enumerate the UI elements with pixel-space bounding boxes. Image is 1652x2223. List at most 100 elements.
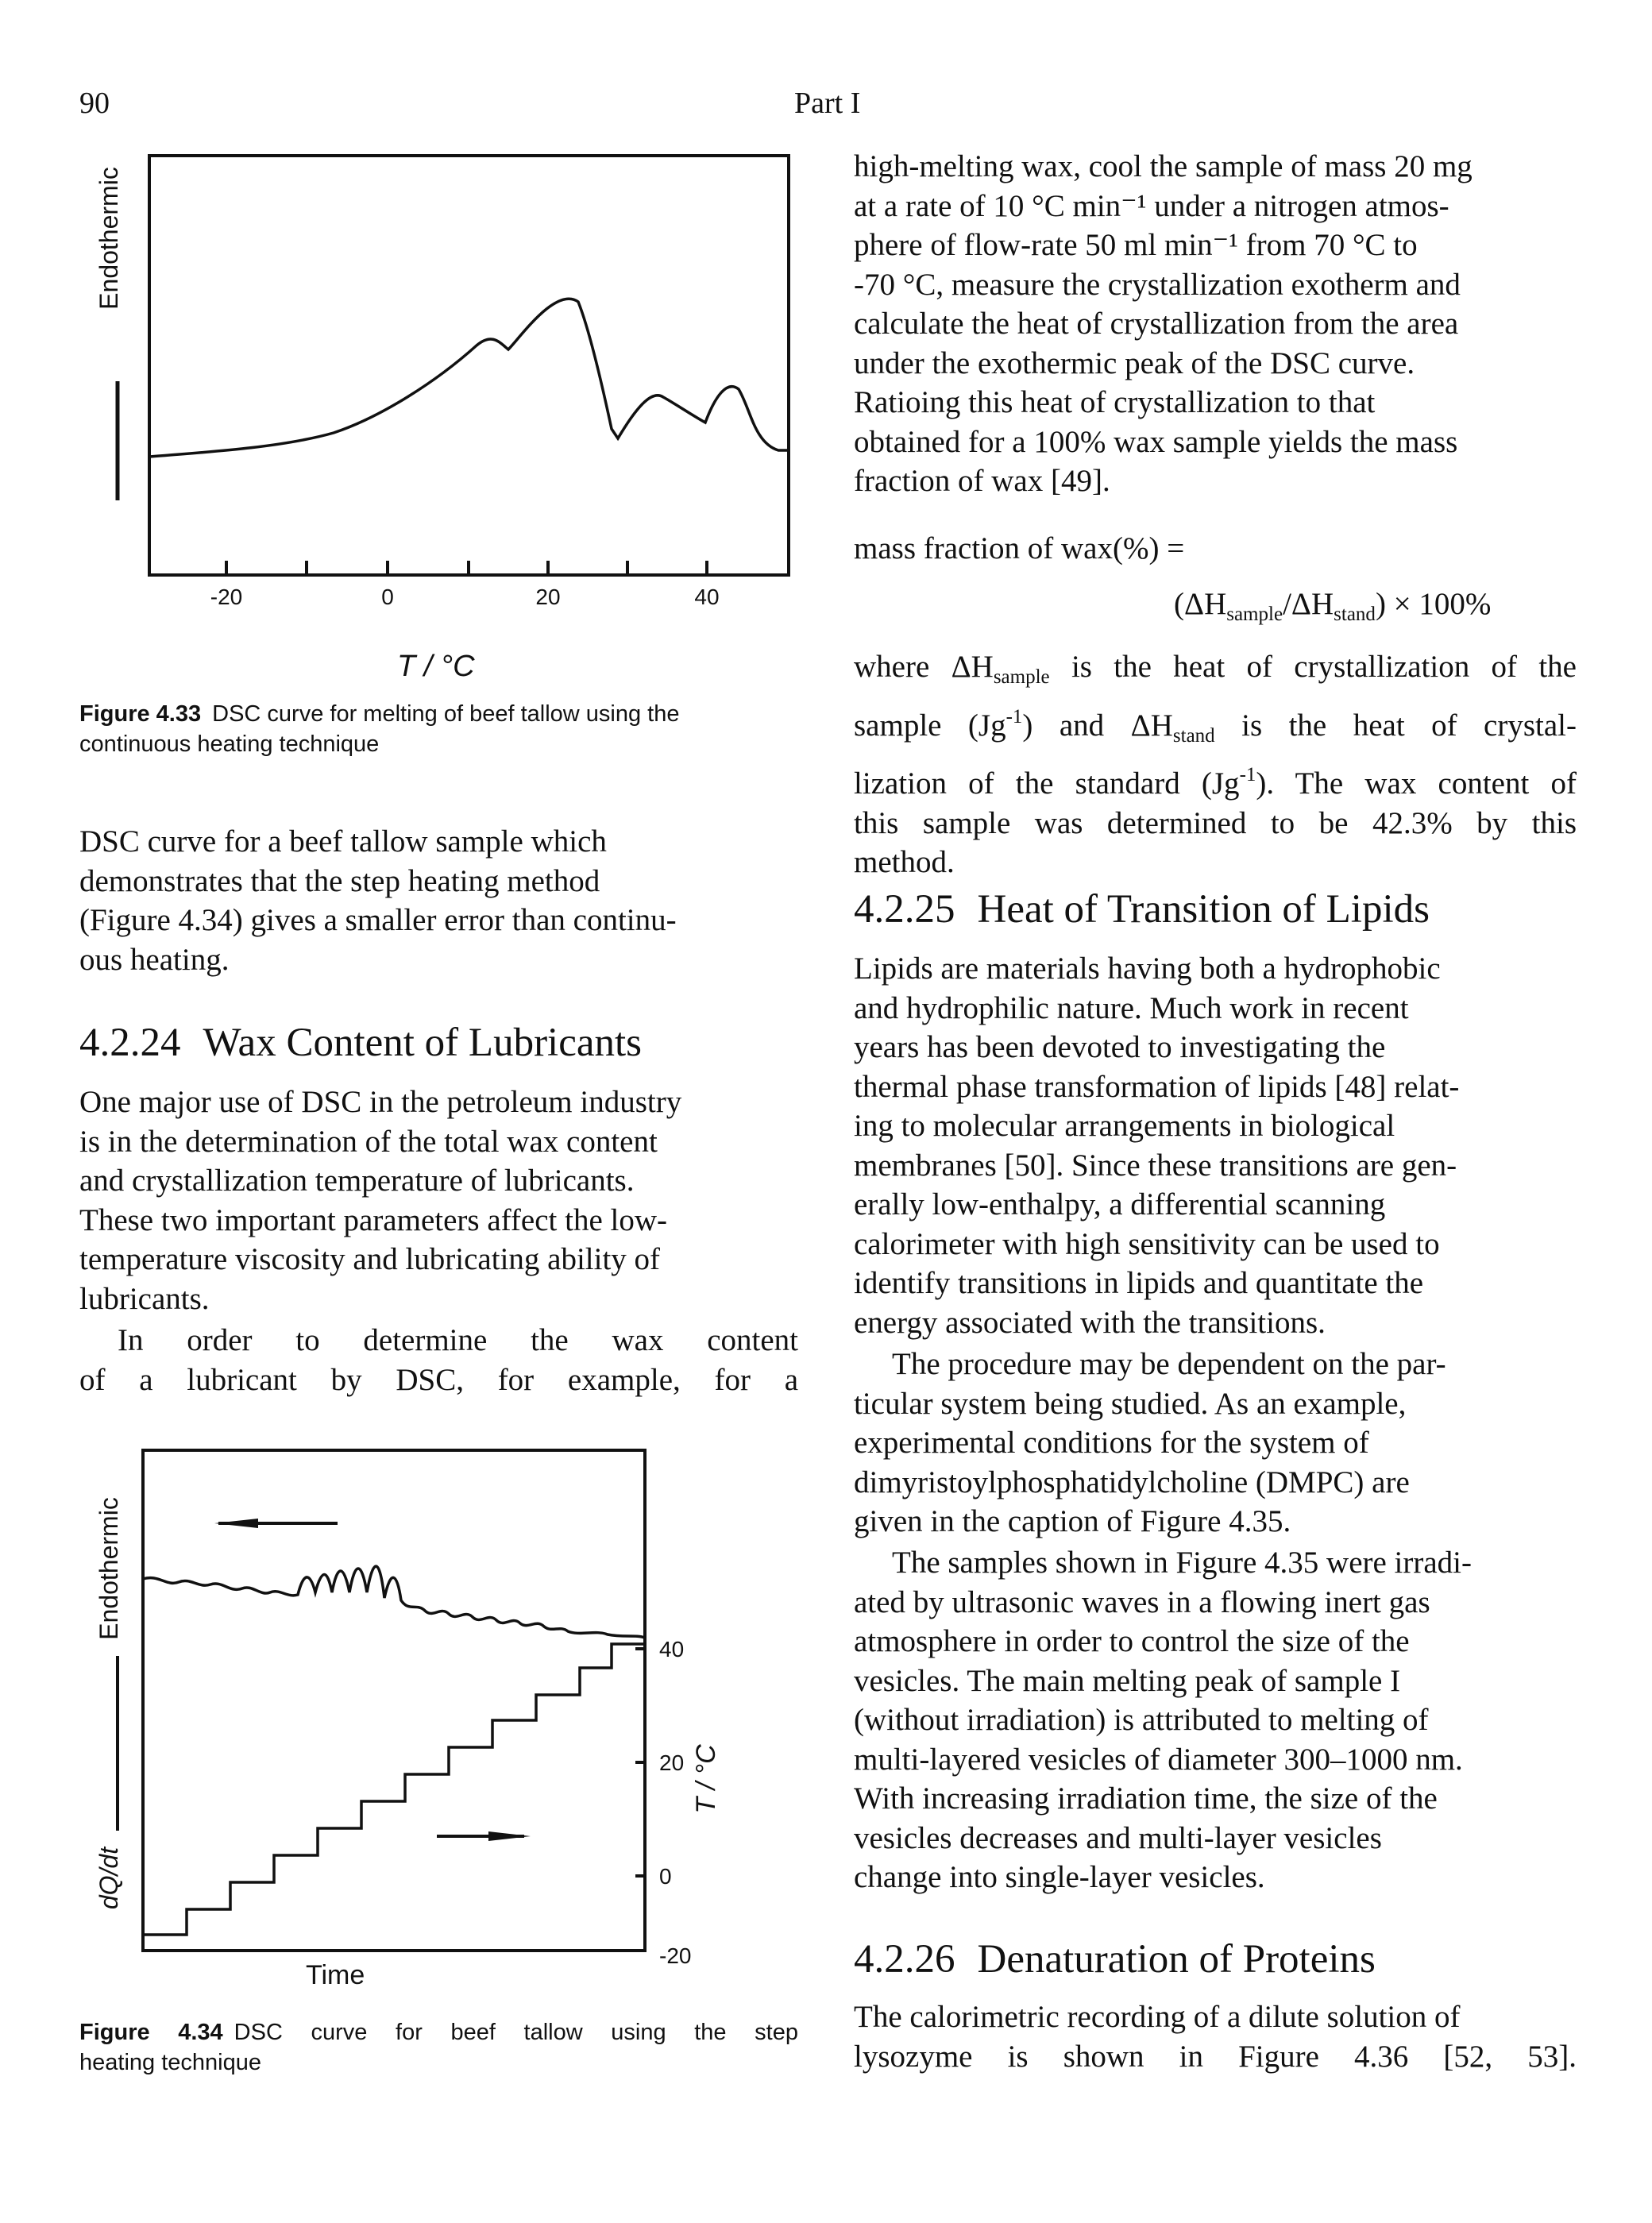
text-line: method. xyxy=(854,845,955,879)
text-line: is in the determination of the total wax… xyxy=(79,1124,658,1159)
equation-part: (ΔH xyxy=(1174,587,1227,621)
right-paragraph-2: where ΔHsample is the heat of crystalliz… xyxy=(854,647,1577,882)
text-superscript: -1 xyxy=(1005,705,1023,727)
text-line: phere of flow-rate 50 ml min⁻¹ from 70 °… xyxy=(854,228,1418,262)
text-line: energy associated with the transitions. xyxy=(854,1305,1326,1340)
text-line: ticular system being studied. As an exam… xyxy=(854,1386,1407,1421)
fig434-dsc-curve xyxy=(142,1565,646,1639)
text-line: demonstrates that the step heating metho… xyxy=(79,863,600,898)
text-line: vesicles. The main melting peak of sampl… xyxy=(854,1663,1401,1698)
text-line: obtained for a 100% wax sample yields th… xyxy=(854,424,1458,459)
section-number: 4.2.26 xyxy=(854,1937,955,1982)
text-line: With increasing irradiation time, the si… xyxy=(854,1781,1438,1816)
text-line: ing to molecular arrangements in biologi… xyxy=(854,1109,1395,1143)
right-paragraph-4: The procedure may be dependent on the pa… xyxy=(854,1345,1577,1542)
section-number: 4.2.25 xyxy=(854,887,955,932)
section-title: Wax Content of Lubricants xyxy=(203,1021,643,1065)
fig434-ytick: 0 xyxy=(659,1864,672,1889)
text-part: where ΔH xyxy=(854,650,994,684)
fig434-xlabel: Time xyxy=(306,1960,365,1990)
text-part: lization of the standard (Jg xyxy=(854,766,1240,801)
left-paragraph-2: One major use of DSC in the petroleum in… xyxy=(79,1083,798,1318)
text-part: is the heat of crystal- xyxy=(1214,708,1577,743)
section-heading-4-2-26: 4.2.26 Denaturation of Proteins xyxy=(854,1935,1376,1983)
equation-subscript: stand xyxy=(1334,604,1376,625)
section-title: Heat of Transition of Lipids xyxy=(977,887,1430,932)
figure-4-34-plot: Endothermic dQ/dt 40 20 0 -20 T / °C xyxy=(95,1449,721,1968)
fig434-caption-text: DSC curve for beef tallow using the step xyxy=(234,2020,798,2045)
fig433-xtick: 20 xyxy=(535,585,560,609)
text-line: The procedure may be dependent on the pa… xyxy=(892,1347,1446,1381)
text-line: change into single-layer vesicles. xyxy=(854,1860,1265,1894)
equation-part: /ΔH xyxy=(1283,587,1334,621)
text-line: where ΔHsample is the heat of crystalliz… xyxy=(854,647,1577,697)
text-part: sample (Jg xyxy=(854,708,1006,743)
fig434-temperature-steps xyxy=(143,1642,645,1936)
section-title: Denaturation of Proteins xyxy=(977,1937,1376,1982)
text-line: under the exothermic peak of the DSC cur… xyxy=(854,345,1415,380)
fig433-xtick: 0 xyxy=(381,585,394,609)
text-line: given in the caption of Figure 4.35. xyxy=(854,1504,1291,1538)
fig434-ytick: -20 xyxy=(659,1943,691,1968)
left-paragraph-1: DSC curve for a beef tallow sample which… xyxy=(79,822,798,979)
text-line: multi-layered vesicles of diameter 300–1… xyxy=(854,1742,1463,1777)
text-line: One major use of DSC in the petroleum in… xyxy=(79,1085,682,1119)
text-line: ous heating. xyxy=(79,942,230,977)
section-heading-4-2-25: 4.2.25 Heat of Transition of Lipids xyxy=(854,886,1430,933)
fig433-xtick: 40 xyxy=(694,585,719,609)
fig433-caption-text: continuous heating technique xyxy=(79,731,380,757)
equation-subscript: sample xyxy=(1226,604,1283,625)
text-superscript: -1 xyxy=(1239,764,1256,785)
fig434-frame xyxy=(141,1449,647,1952)
text-line: Lipids are materials having both a hydro… xyxy=(854,951,1441,986)
text-line: years has been devoted to investigating … xyxy=(854,1030,1386,1064)
text-line: Ratioing this heat of crystallization to… xyxy=(854,385,1376,419)
text-line: high-melting wax, cool the sample of mas… xyxy=(854,149,1473,183)
text-line: These two important parameters affect th… xyxy=(79,1202,667,1237)
left-paragraph-3: In order to determine the wax content of… xyxy=(79,1321,798,1399)
fig433-xlabel: T / °C xyxy=(397,650,475,683)
right-paragraph-3: Lipids are materials having both a hydro… xyxy=(854,949,1577,1342)
text-line: vesicles decreases and multi-layer vesic… xyxy=(854,1820,1382,1855)
text-line: calculate the heat of crystallization fr… xyxy=(854,307,1459,341)
text-line: -70 °C, measure the crystallization exot… xyxy=(854,267,1461,302)
text-line: ated by ultrasonic waves in a flowing in… xyxy=(854,1584,1430,1619)
text-line: this sample was determined to be 42.3% b… xyxy=(854,805,1577,840)
text-line: (without irradiation) is attributed to m… xyxy=(854,1703,1429,1737)
fig433-caption-label: Figure 4.33 xyxy=(79,701,202,727)
fig434-arrowhead-right xyxy=(488,1831,531,1841)
text-line: lubricants. xyxy=(79,1281,210,1316)
fig433-ylabel: Endothermic xyxy=(95,167,123,310)
text-line: calorimeter with high sensitivity can be… xyxy=(854,1226,1440,1261)
text-line: identify transitions in lipids and quant… xyxy=(854,1266,1424,1300)
figure-4-33-plot: Endothermic -20 0 20 40 xyxy=(95,154,790,609)
text-line: erally low-enthalpy, a differential scan… xyxy=(854,1187,1386,1221)
fig434-ylabel-top: Endothermic xyxy=(95,1497,123,1640)
text-line: (Figure 4.34) gives a smaller error than… xyxy=(79,903,677,937)
fig434-caption-label: Figure 4.34 xyxy=(79,2020,223,2045)
page-number: 90 xyxy=(79,87,110,120)
equation-rhs: (ΔHsample/ΔHstand) × 100% xyxy=(1174,586,1491,626)
section-number: 4.2.24 xyxy=(79,1021,181,1065)
equation-part: ) × 100% xyxy=(1375,587,1492,621)
text-line: The samples shown in Figure 4.35 were ir… xyxy=(892,1546,1472,1580)
fig433-dsc-curve xyxy=(149,297,789,458)
right-paragraph-5: The samples shown in Figure 4.35 were ir… xyxy=(854,1543,1577,1897)
fig433-xtick: -20 xyxy=(210,585,242,609)
text-part: ). The wax content of xyxy=(1256,766,1577,801)
text-part: is the heat of crystallization of the xyxy=(1049,650,1577,684)
text-subscript: sample xyxy=(993,666,1050,688)
fig434-ylabel-bottom: dQ/dt xyxy=(95,1847,123,1909)
text-line: and hydrophilic nature. Much work in rec… xyxy=(854,990,1409,1025)
right-paragraph-6: The calorimetric recording of a dilute s… xyxy=(854,1997,1577,2076)
text-line: In order to determine the wax content xyxy=(118,1323,798,1357)
text-line: membranes [50]. Since these transitions … xyxy=(854,1148,1457,1183)
text-line: experimental conditions for the system o… xyxy=(854,1426,1369,1460)
text-line: of a lubricant by DSC, for example, for … xyxy=(79,1362,798,1397)
equation-lhs: mass fraction of wax(%) = xyxy=(854,531,1185,565)
text-line: lysozyme is shown in Figure 4.36 [52, 53… xyxy=(854,2039,1577,2074)
text-line: at a rate of 10 °C min⁻¹ under a nitroge… xyxy=(854,188,1449,223)
text-part: ) and ΔH xyxy=(1022,708,1173,743)
right-paragraph-1: high-melting wax, cool the sample of mas… xyxy=(854,147,1577,501)
